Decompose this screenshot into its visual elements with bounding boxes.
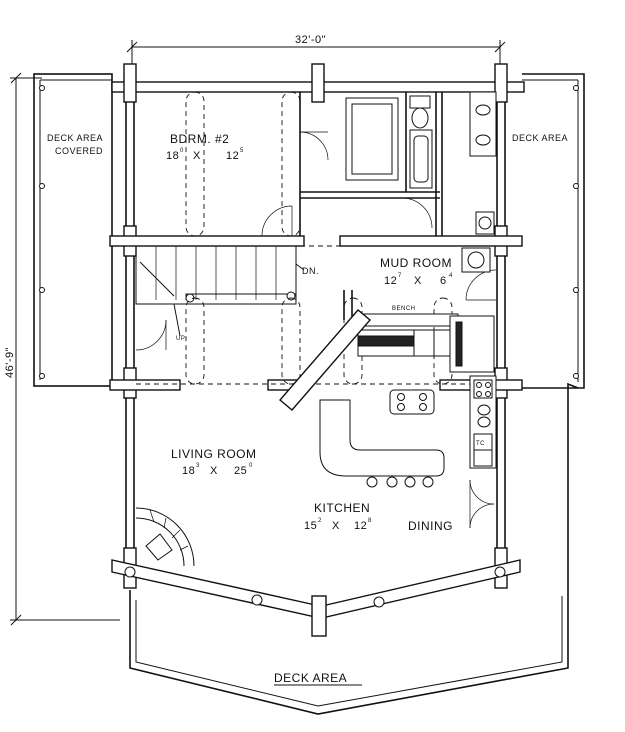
bottom-deck: DECK AREA — [129, 382, 579, 715]
svg-text:4: 4 — [449, 273, 453, 279]
svg-text:8: 8 — [368, 518, 372, 524]
kitchen-appliances: TC — [469, 375, 497, 529]
sink-icon — [475, 134, 491, 146]
svg-text:MUD ROOM: MUD ROOM — [380, 256, 452, 270]
svg-text:12: 12 — [226, 150, 239, 162]
bottom-deck-label: DECK AREA — [274, 671, 347, 685]
svg-text:12: 12 — [384, 275, 397, 287]
left-deck: DECK AREA COVERED — [33, 73, 113, 387]
interior-partitions — [135, 92, 497, 351]
dining-label: DINING — [408, 519, 453, 533]
svg-text:18: 18 — [182, 465, 195, 477]
left-deck-note: COVERED — [55, 146, 103, 156]
toilet-tank — [409, 95, 431, 109]
svg-text:5: 5 — [240, 148, 244, 154]
width-dimension-label: 32'-0" — [295, 34, 326, 46]
svg-text:15: 15 — [304, 520, 317, 532]
living-room-label: LIVING ROOM 18 3 X 25 0 — [171, 447, 257, 477]
svg-text:0: 0 — [180, 148, 184, 154]
depth-dimension: 46'-9" — [4, 72, 120, 626]
sink-icon — [477, 416, 491, 428]
cooktop — [389, 389, 435, 415]
svg-text:25: 25 — [234, 465, 247, 477]
svg-text:KITCHEN: KITCHEN — [314, 501, 370, 515]
svg-text:7: 7 — [398, 273, 402, 279]
trash-compactor-label: TC — [476, 441, 485, 447]
left-deck-label: DECK AREA — [47, 133, 103, 143]
svg-text:X: X — [414, 275, 422, 287]
mud-room-label: MUD ROOM 12 7 X 6 4 — [380, 256, 453, 287]
width-dimension: 32'-0" — [126, 34, 506, 64]
stair-down-label: DN. — [302, 266, 319, 276]
staircase: DN. UP — [135, 245, 319, 342]
svg-text:X: X — [210, 465, 218, 477]
svg-text:12: 12 — [354, 520, 367, 532]
spiral-stair — [135, 507, 195, 567]
svg-text:BDRM. #2: BDRM. #2 — [170, 132, 229, 146]
svg-text:2: 2 — [318, 518, 322, 524]
stair-up-label: UP — [176, 336, 185, 342]
bedroom-2-label: BDRM. #2 18 0 X 12 5 — [166, 132, 244, 162]
depth-dimension-label: 46'-9" — [4, 347, 16, 378]
svg-text:3: 3 — [196, 463, 200, 469]
bathroom-fixtures — [345, 95, 433, 189]
kitchen-counter — [319, 389, 445, 488]
bench-cabinets: BENCH — [357, 306, 495, 373]
kitchen-label: KITCHEN 15 2 X 12 8 — [304, 501, 372, 532]
toilet-bowl — [411, 107, 429, 129]
svg-text:LIVING ROOM: LIVING ROOM — [171, 447, 257, 461]
sink-icon — [475, 104, 491, 116]
right-deck-label: DECK AREA — [512, 133, 568, 143]
svg-text:X: X — [332, 520, 340, 532]
bench-label: BENCH — [392, 306, 416, 312]
right-deck: DECK AREA — [510, 73, 585, 389]
svg-text:6: 6 — [440, 275, 447, 287]
chimney — [279, 309, 371, 411]
svg-text:X: X — [193, 150, 201, 162]
vanity — [461, 91, 497, 273]
svg-text:0: 0 — [249, 463, 253, 469]
sink-icon — [477, 404, 491, 416]
svg-text:18: 18 — [166, 150, 179, 162]
